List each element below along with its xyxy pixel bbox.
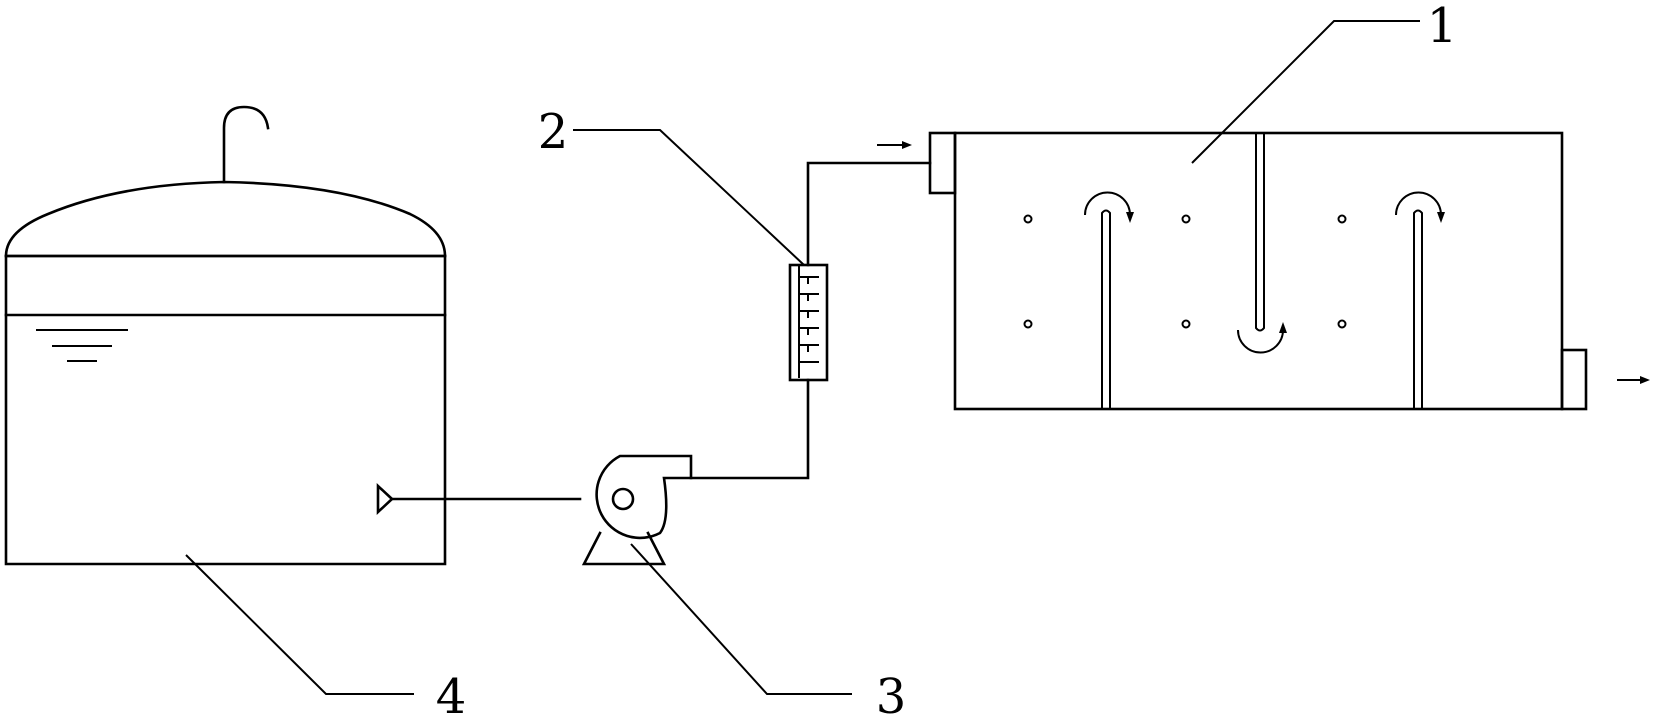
- tank-hook: [222, 105, 270, 184]
- pump-volute: [595, 454, 693, 540]
- leader-line-1: [1191, 20, 1420, 164]
- circulation-arrow-left: [1084, 191, 1134, 223]
- water-level-symbol: [36, 329, 128, 362]
- storage-tank: [4, 105, 447, 566]
- circulation-arrow-right: [1395, 191, 1445, 223]
- leader-line-3: [630, 543, 852, 695]
- reactor-inlet-box: [928, 131, 957, 195]
- flow-meter-scale: [798, 266, 819, 378]
- tank-dome: [4, 180, 447, 258]
- suction-inlet-nozzle: [376, 483, 394, 515]
- outlet-flow-arrow: [1617, 376, 1650, 384]
- reactor-body: [953, 131, 1564, 411]
- label-4: 4: [436, 669, 467, 717]
- baffle-right: [1413, 209, 1423, 409]
- label-2: 2: [538, 104, 569, 160]
- label-1: 1: [1427, 0, 1458, 54]
- pump-base: [581, 531, 667, 566]
- inlet-flow-arrow: [877, 141, 912, 149]
- pump-shaft-icon: [611, 487, 635, 511]
- leader-line-2: [573, 129, 805, 266]
- reactor-outlet-box: [1560, 348, 1588, 411]
- reactor-tank: [928, 131, 1588, 411]
- feed-pipe: [806, 161, 932, 267]
- label-3: 3: [876, 669, 907, 717]
- baffle-left: [1101, 209, 1111, 409]
- baffle-middle: [1255, 133, 1265, 332]
- discharge-pipe: [689, 378, 810, 480]
- flow-meter-body: [788, 263, 829, 382]
- tank-body: [4, 254, 447, 566]
- pump: [581, 454, 693, 566]
- aeration-points: [1023, 214, 1347, 329]
- circulation-arrow-middle: [1237, 322, 1287, 354]
- flow-meter: [788, 263, 829, 382]
- leader-line-4: [185, 554, 414, 695]
